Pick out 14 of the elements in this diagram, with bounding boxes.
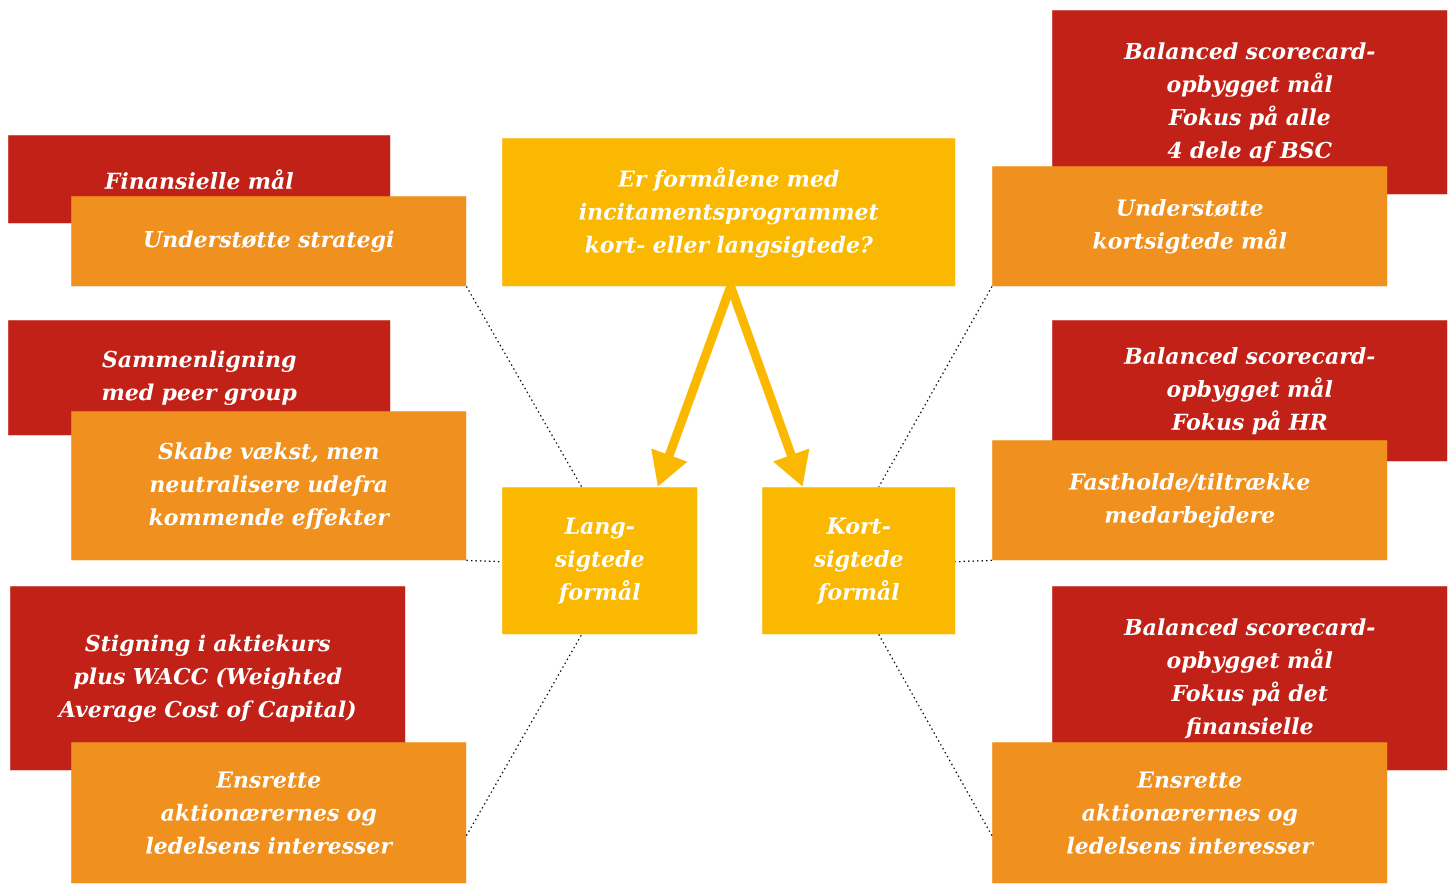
- purpose-box: Fastholde/tiltrække medarbejdere: [992, 440, 1388, 561]
- purpose-box: Understøtte kortsigtede mål: [992, 166, 1388, 287]
- question-box: Er formålene med incitamentsprogrammet kort- eller langsigtede?: [502, 138, 956, 287]
- purpose-box: Ensrette aktionærernes og ledelsens interesser: [71, 742, 467, 884]
- purpose-box: Understøtte strategi: [71, 196, 467, 287]
- dotted-line: [465, 285, 583, 488]
- dotted-line: [878, 633, 993, 837]
- dotted-line: [465, 633, 583, 837]
- dotted-line: [954, 559, 993, 563]
- horizon-box: Lang-sigtede formål: [502, 487, 698, 635]
- dotted-line: [878, 285, 993, 488]
- purpose-box: Skabe vækst, men neutralisere udefra kommende effekter: [71, 411, 467, 561]
- purpose-box: Ensrette aktionærernes og ledelsens interesser: [992, 742, 1388, 884]
- horizon-box: Kort-sigtede formål: [762, 487, 956, 635]
